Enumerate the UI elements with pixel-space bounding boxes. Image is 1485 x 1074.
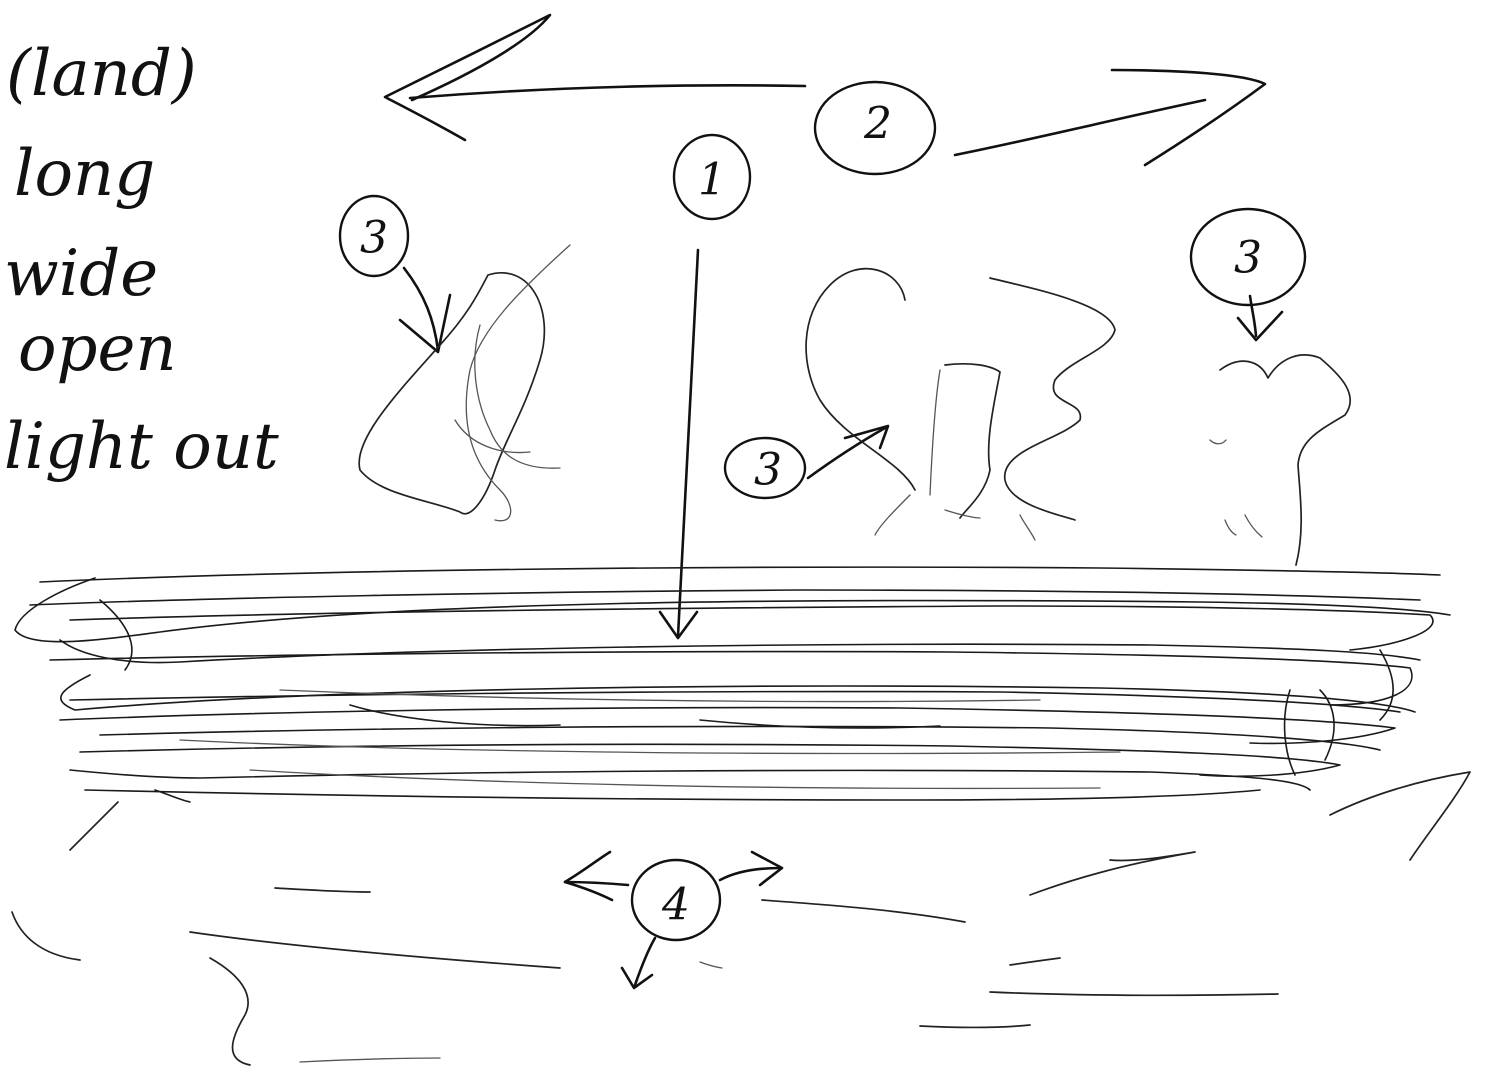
note-long: long — [14, 137, 155, 211]
right-landform — [1210, 355, 1350, 565]
callout-3-mid-arrow — [808, 428, 885, 478]
callout-2-group: 2 — [385, 15, 1265, 174]
note-land: (land) — [6, 37, 197, 111]
right-arrow-shaft — [955, 100, 1205, 155]
handwritten-notes: (land) long wide open light out — [4, 37, 279, 484]
note-open: open — [18, 312, 177, 386]
callout-3-right-group: 3 — [1191, 209, 1305, 340]
callout-3-mid-number: 3 — [754, 445, 782, 496]
callout-1-group: 1 — [660, 135, 750, 638]
callout-4-left-arrow — [565, 852, 628, 885]
callout-3-right-arrowhead — [1238, 312, 1282, 340]
left-arrow-shaft — [410, 85, 805, 98]
middle-landform — [806, 269, 1115, 540]
callout-2-number: 2 — [863, 99, 892, 150]
callout-4-left-arrowhead — [565, 882, 612, 900]
callout-4-group: 4 — [565, 852, 782, 988]
callout-3-left-number: 3 — [360, 213, 388, 264]
left-landform — [359, 245, 570, 521]
lower-strokes — [12, 772, 1470, 1065]
right-arrow-head — [1112, 70, 1265, 165]
callout-3-right-arrow — [1250, 296, 1256, 336]
left-arrow-head — [385, 15, 550, 140]
note-wide: wide — [4, 237, 158, 311]
callout-3-right-number: 3 — [1234, 233, 1262, 284]
callout-4-right-arrow — [720, 868, 780, 880]
callout-1-number: 1 — [698, 155, 726, 206]
water-scribble — [15, 567, 1450, 802]
down-arrow-shaft — [678, 250, 698, 636]
callout-4-down-arrow — [635, 938, 655, 985]
callout-3-mid-group: 3 — [725, 426, 888, 498]
note-light-out: light out — [4, 410, 279, 484]
callout-4-number: 4 — [661, 880, 690, 931]
callout-3-left-group: 3 — [340, 196, 450, 352]
